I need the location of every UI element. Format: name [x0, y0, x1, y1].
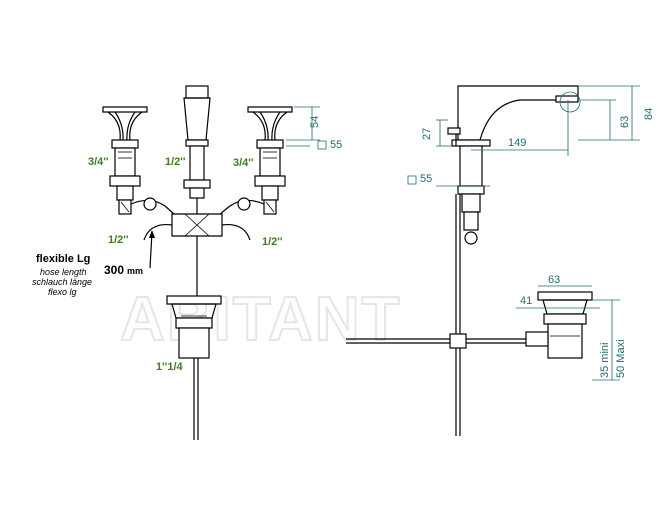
right-outlet-label: 1/2'' — [262, 236, 283, 248]
side-dimensions — [407, 85, 640, 381]
hose-line-2: schlauch länge — [32, 277, 92, 287]
hose-title: flexible Lg — [36, 253, 90, 265]
center-spout — [183, 85, 211, 214]
front-view: 3/4'' 1/2'' 3/4'' 1/2'' 1/2'' 1''1/4 54 … — [32, 85, 342, 440]
dim-height-54: 54 — [309, 116, 321, 128]
hose-line-1: hose length — [40, 267, 87, 277]
hose-length-unit: mm — [127, 266, 143, 276]
hose-line-3: flexo lg — [48, 287, 77, 297]
dim-27: 27 — [421, 128, 433, 140]
front-drain — [166, 295, 222, 440]
drain-size-label: 1''1/4 — [156, 361, 184, 373]
dim-149: 149 — [508, 137, 526, 149]
front-dimensions — [286, 106, 327, 150]
dim-square-55-side: 55 — [420, 173, 432, 185]
left-inlet-label: 3/4'' — [88, 156, 109, 168]
hose-assembly — [130, 197, 265, 300]
side-spout — [447, 85, 579, 436]
right-inlet-label: 3/4'' — [233, 157, 254, 169]
watermark: ABITANT — [120, 285, 401, 354]
dim-50-maxi: 50 Maxi — [615, 339, 627, 378]
side-drain — [525, 291, 593, 359]
popup-rod — [346, 333, 528, 349]
right-handle — [247, 106, 293, 215]
left-handle — [102, 106, 148, 215]
dim-35-mini: 35 mini — [599, 343, 611, 378]
dim-41: 41 — [520, 295, 532, 307]
left-outlet-label: 1/2'' — [108, 234, 129, 246]
hose-length-value: 300 — [104, 263, 124, 277]
dim-63-height: 63 — [619, 116, 631, 128]
dim-84: 84 — [643, 108, 655, 120]
side-view: 84 63 27 149 55 63 41 35 mini 50 Maxi — [346, 85, 655, 436]
dim-square-55-front: 55 — [330, 139, 342, 151]
dim-63-drain: 63 — [548, 274, 560, 286]
hose-length-callout: 300 mm — [104, 230, 155, 277]
center-inlet-label: 1/2'' — [165, 156, 186, 168]
